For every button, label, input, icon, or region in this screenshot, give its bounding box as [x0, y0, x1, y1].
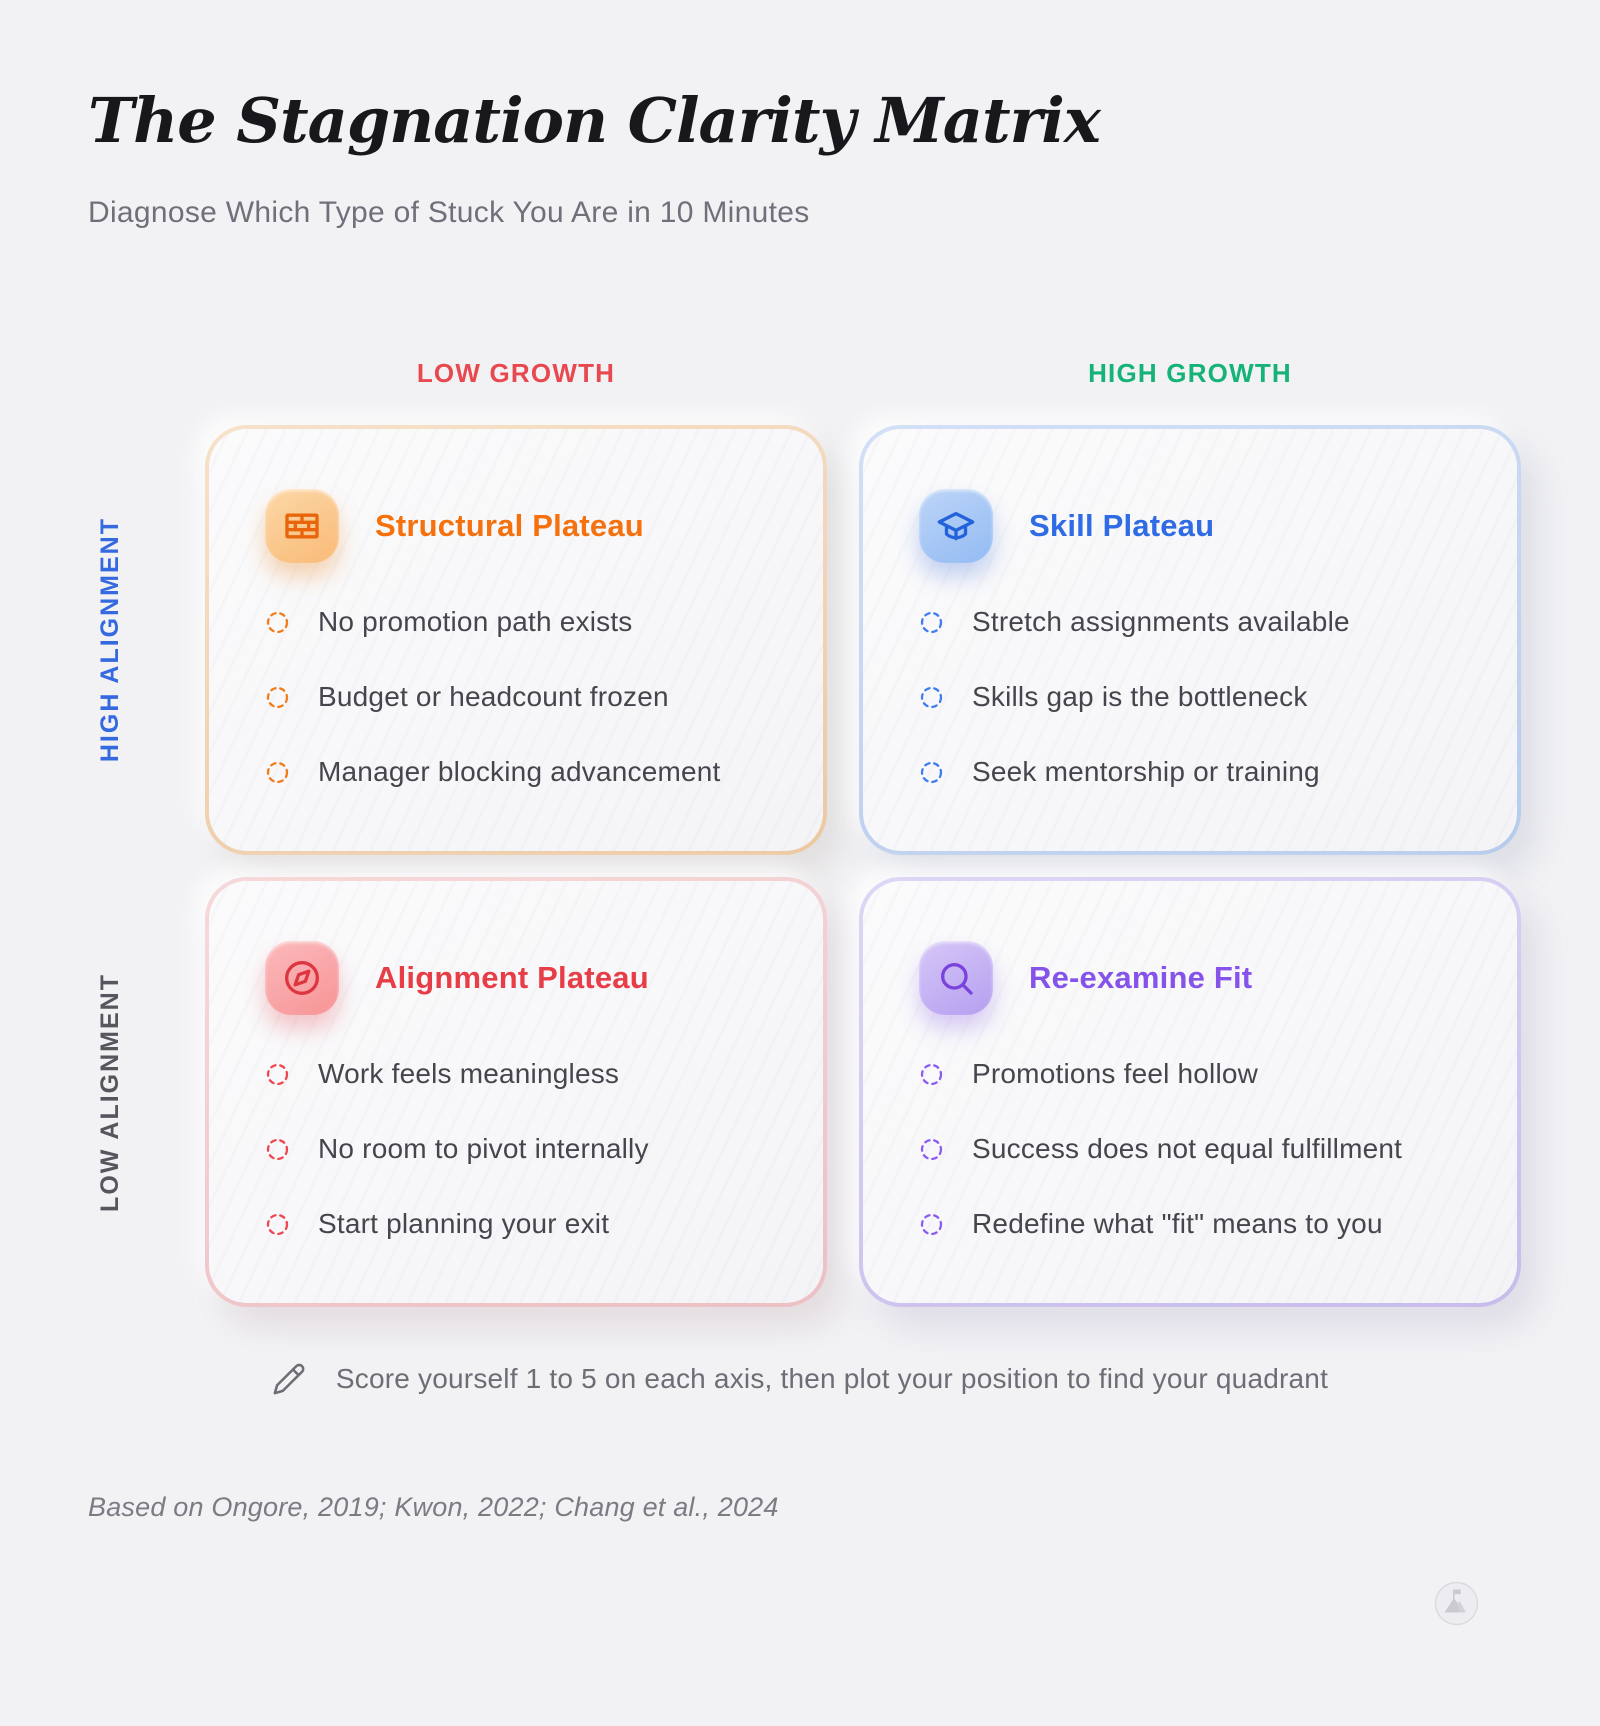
citation-text: Based on Ongore, 2019; Kwon, 2022; Chang… — [88, 1492, 779, 1522]
search-icon — [919, 941, 993, 1015]
dashed-circle-bullet-icon — [265, 760, 290, 785]
dashed-circle-bullet-icon — [265, 685, 290, 710]
quadrant-re-examine-fit: Re-examine Fit Promotions feel hollow Su… — [859, 877, 1521, 1307]
bullet-text: Seek mentorship or training — [972, 756, 1320, 787]
dashed-circle-bullet-icon — [919, 610, 944, 635]
list-item: Budget or headcount frozen — [265, 680, 767, 714]
quadrant-alignment-plateau: Alignment Plateau Work feels meaningless… — [205, 877, 827, 1307]
dashed-circle-bullet-icon — [265, 1137, 290, 1162]
dashed-circle-bullet-icon — [919, 685, 944, 710]
axis-label-high-alignment: HIGH ALIGNMENT — [96, 517, 124, 763]
page-title: The Stagnation Clarity Matrix — [88, 84, 1101, 157]
dashed-circle-bullet-icon — [265, 1212, 290, 1237]
list-item: Skills gap is the bottleneck — [919, 680, 1461, 714]
list-item: Start planning your exit — [265, 1207, 767, 1241]
instruction-note: Score yourself 1 to 5 on each axis, then… — [0, 1362, 1600, 1396]
list-item: Stretch assignments available — [919, 605, 1461, 639]
graduation-cap-icon — [919, 489, 993, 563]
bullet-text: Redefine what "fit" means to you — [972, 1208, 1383, 1239]
bullet-text: Budget or headcount frozen — [318, 681, 669, 712]
axis-label-low-growth: LOW GROWTH — [416, 357, 616, 388]
bullet-text: No promotion path exists — [318, 606, 633, 637]
dashed-circle-bullet-icon — [919, 1137, 944, 1162]
quadrant-title: Alignment Plateau — [375, 960, 649, 995]
matrix-corner-spacer — [88, 343, 133, 403]
bullet-text: Skills gap is the bottleneck — [972, 681, 1308, 712]
dashed-circle-bullet-icon — [919, 760, 944, 785]
bullet-text: Success does not equal fulfillment — [972, 1133, 1403, 1164]
note-text: Score yourself 1 to 5 on each axis, then… — [335, 1363, 1329, 1394]
quadrant-structural-plateau: Structural Plateau No promotion path exi… — [205, 425, 827, 855]
dashed-circle-bullet-icon — [265, 610, 290, 635]
pencil-icon — [273, 1363, 305, 1395]
dashed-circle-bullet-icon — [919, 1062, 944, 1087]
quadrant-title: Structural Plateau — [375, 508, 644, 543]
mountain-flag-logo — [1434, 1581, 1479, 1626]
bullet-text: No room to pivot internally — [318, 1133, 649, 1164]
dashed-circle-bullet-icon — [919, 1212, 944, 1237]
bullet-text: Stretch assignments available — [972, 606, 1350, 637]
axis-label-low-alignment: LOW ALIGNMENT — [96, 972, 124, 1212]
list-item: Success does not equal fulfillment — [919, 1132, 1461, 1166]
bullet-text: Promotions feel hollow — [972, 1058, 1259, 1089]
page-subtitle: Diagnose Which Type of Stuck You Are in … — [88, 196, 810, 229]
list-item: No room to pivot internally — [265, 1132, 767, 1166]
axis-label-high-growth: HIGH GROWTH — [1088, 357, 1292, 388]
list-item: Seek mentorship or training — [919, 755, 1461, 789]
list-item: Manager blocking advancement — [265, 755, 767, 789]
list-item: No promotion path exists — [265, 605, 767, 639]
quadrant-title: Skill Plateau — [1029, 508, 1215, 543]
compass-icon — [265, 941, 339, 1015]
bullet-text: Start planning your exit — [318, 1208, 610, 1239]
quadrant-title: Re-examine Fit — [1029, 960, 1253, 995]
list-item: Redefine what "fit" means to you — [919, 1207, 1461, 1241]
dashed-circle-bullet-icon — [265, 1062, 290, 1087]
list-item: Work feels meaningless — [265, 1057, 767, 1091]
quadrant-skill-plateau: Skill Plateau Stretch assignments availa… — [859, 425, 1521, 855]
brick-wall-icon — [265, 489, 339, 563]
bullet-text: Manager blocking advancement — [318, 756, 721, 787]
quadrant-matrix: LOW GROWTH HIGH GROWTH HIGH ALIGNMENT — [88, 343, 1521, 1307]
bullet-text: Work feels meaningless — [318, 1058, 620, 1089]
list-item: Promotions feel hollow — [919, 1057, 1461, 1091]
